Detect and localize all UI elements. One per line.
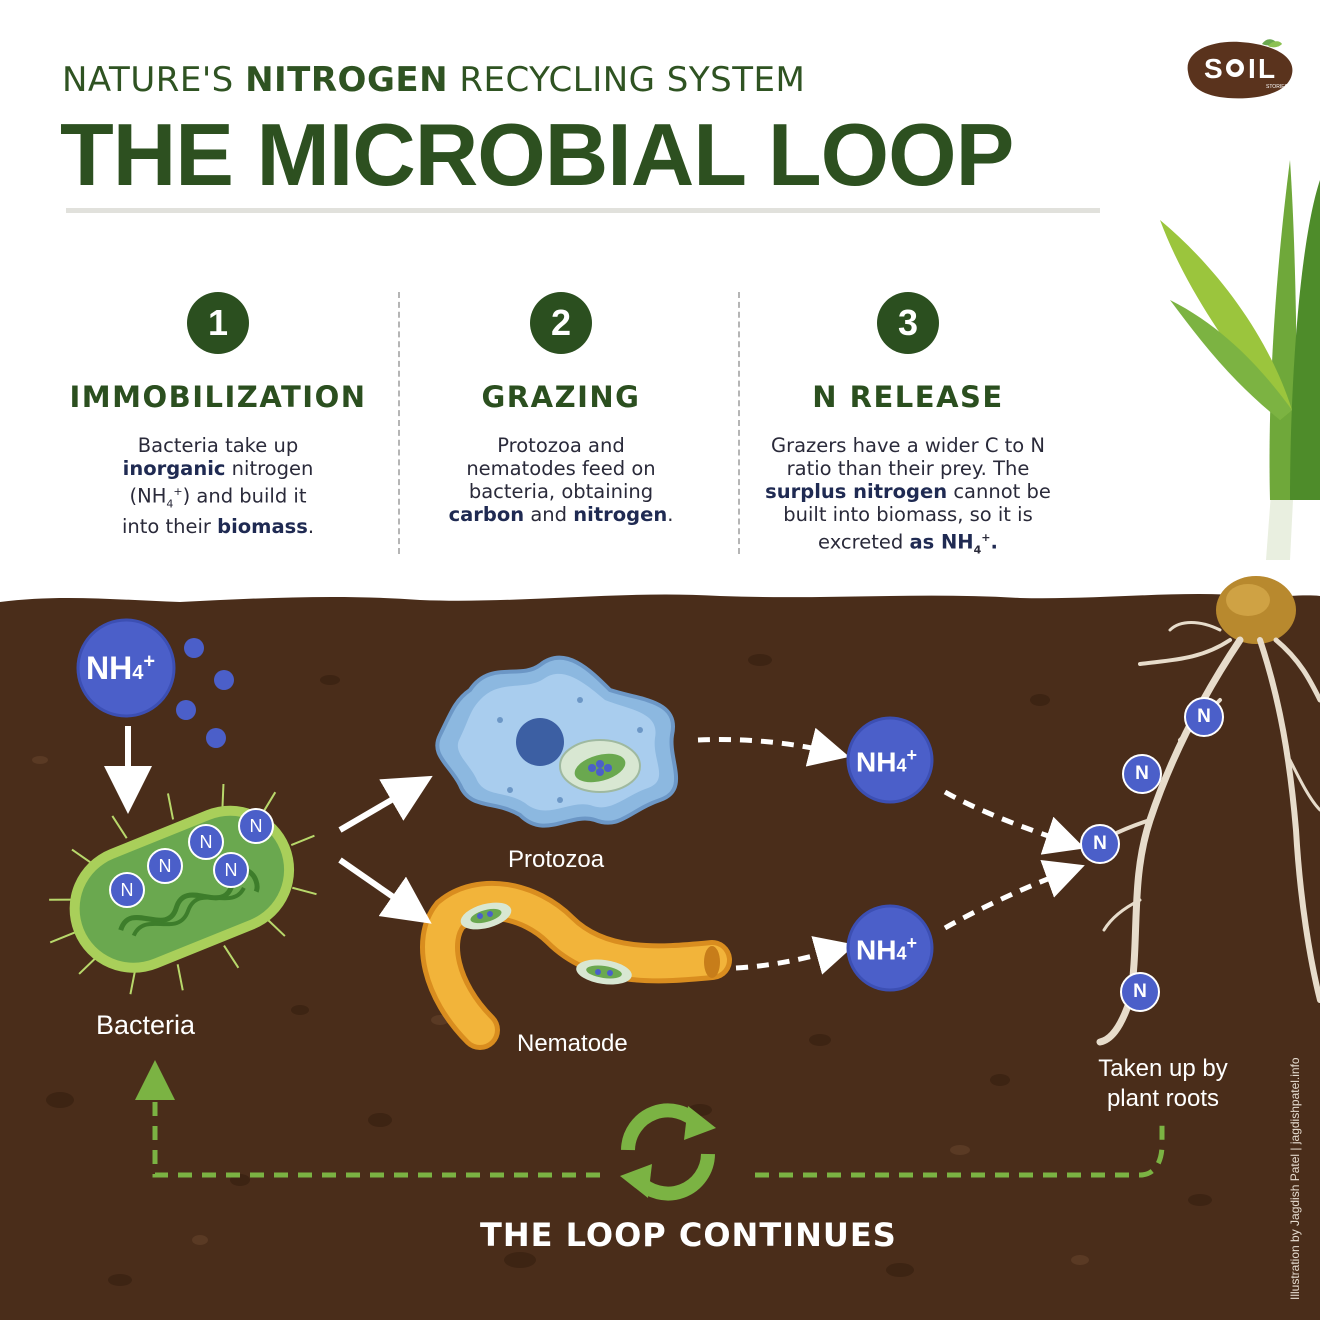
step-description: Bacteria take up inorganic nitrogen (NH4…: [121, 434, 315, 539]
protozoa-cell: [435, 655, 679, 828]
svg-text:S: S: [1204, 53, 1223, 84]
nh4-released-1: [846, 716, 934, 804]
nh4-released-2: [846, 904, 934, 992]
kicker-title: NATURE'S NITROGEN RECYCLING SYSTEM: [62, 60, 806, 100]
loop-path-right: [755, 1124, 1165, 1178]
page-title: THE MICROBIAL LOOP: [60, 105, 1014, 204]
plant-seedling: [1160, 160, 1320, 644]
illustration-credit: Illustration by Jagdish Patel | jagdishp…: [1288, 1057, 1302, 1300]
step-immobilization: 1 IMMOBILIZATION Bacteria take up inorga…: [60, 292, 376, 538]
dashed-arrow-nh4-root-2: [943, 859, 1085, 931]
dashed-arrow-nematode-nh4: [735, 936, 856, 975]
loop-path-left: [135, 1060, 600, 1178]
step-title: IMMOBILIZATION: [69, 380, 367, 414]
step-description: Grazers have a wider C to N ratio than t…: [765, 434, 1051, 557]
step-description: Protozoa and nematodes feed on bacteria,…: [448, 434, 674, 526]
step-separator: [398, 292, 400, 554]
nh4-source: [76, 618, 234, 814]
step-separator: [738, 292, 740, 554]
dashed-arrow-nh4-root-1: [943, 789, 1085, 855]
bacteria-cell: [49, 783, 317, 995]
title-divider: [66, 208, 1100, 213]
step-title: N RELEASE: [812, 380, 1004, 414]
svg-text:L: L: [1258, 53, 1275, 84]
step-title: GRAZING: [481, 380, 641, 414]
step-number-badge: 2: [530, 292, 592, 354]
step-n-release: 3 N RELEASE Grazers have a wider C to N …: [748, 292, 1068, 561]
nematode-worm: [420, 880, 732, 1050]
step-number-badge: 1: [187, 292, 249, 354]
svg-text:I: I: [1248, 53, 1256, 84]
arrow-to-protozoa: [338, 775, 433, 833]
dashed-arrow-protozoa-nh4: [697, 727, 850, 767]
step-grazing: 2 GRAZING Protozoa and nematodes feed on…: [410, 292, 712, 526]
logo-subtext: STORIES: [1266, 84, 1289, 90]
step-number-badge: 3: [877, 292, 939, 354]
arrow-to-nematode: [338, 857, 432, 924]
soil-stories-logo: S I L STORIES: [1187, 39, 1293, 99]
recycle-icon: [620, 1103, 716, 1201]
